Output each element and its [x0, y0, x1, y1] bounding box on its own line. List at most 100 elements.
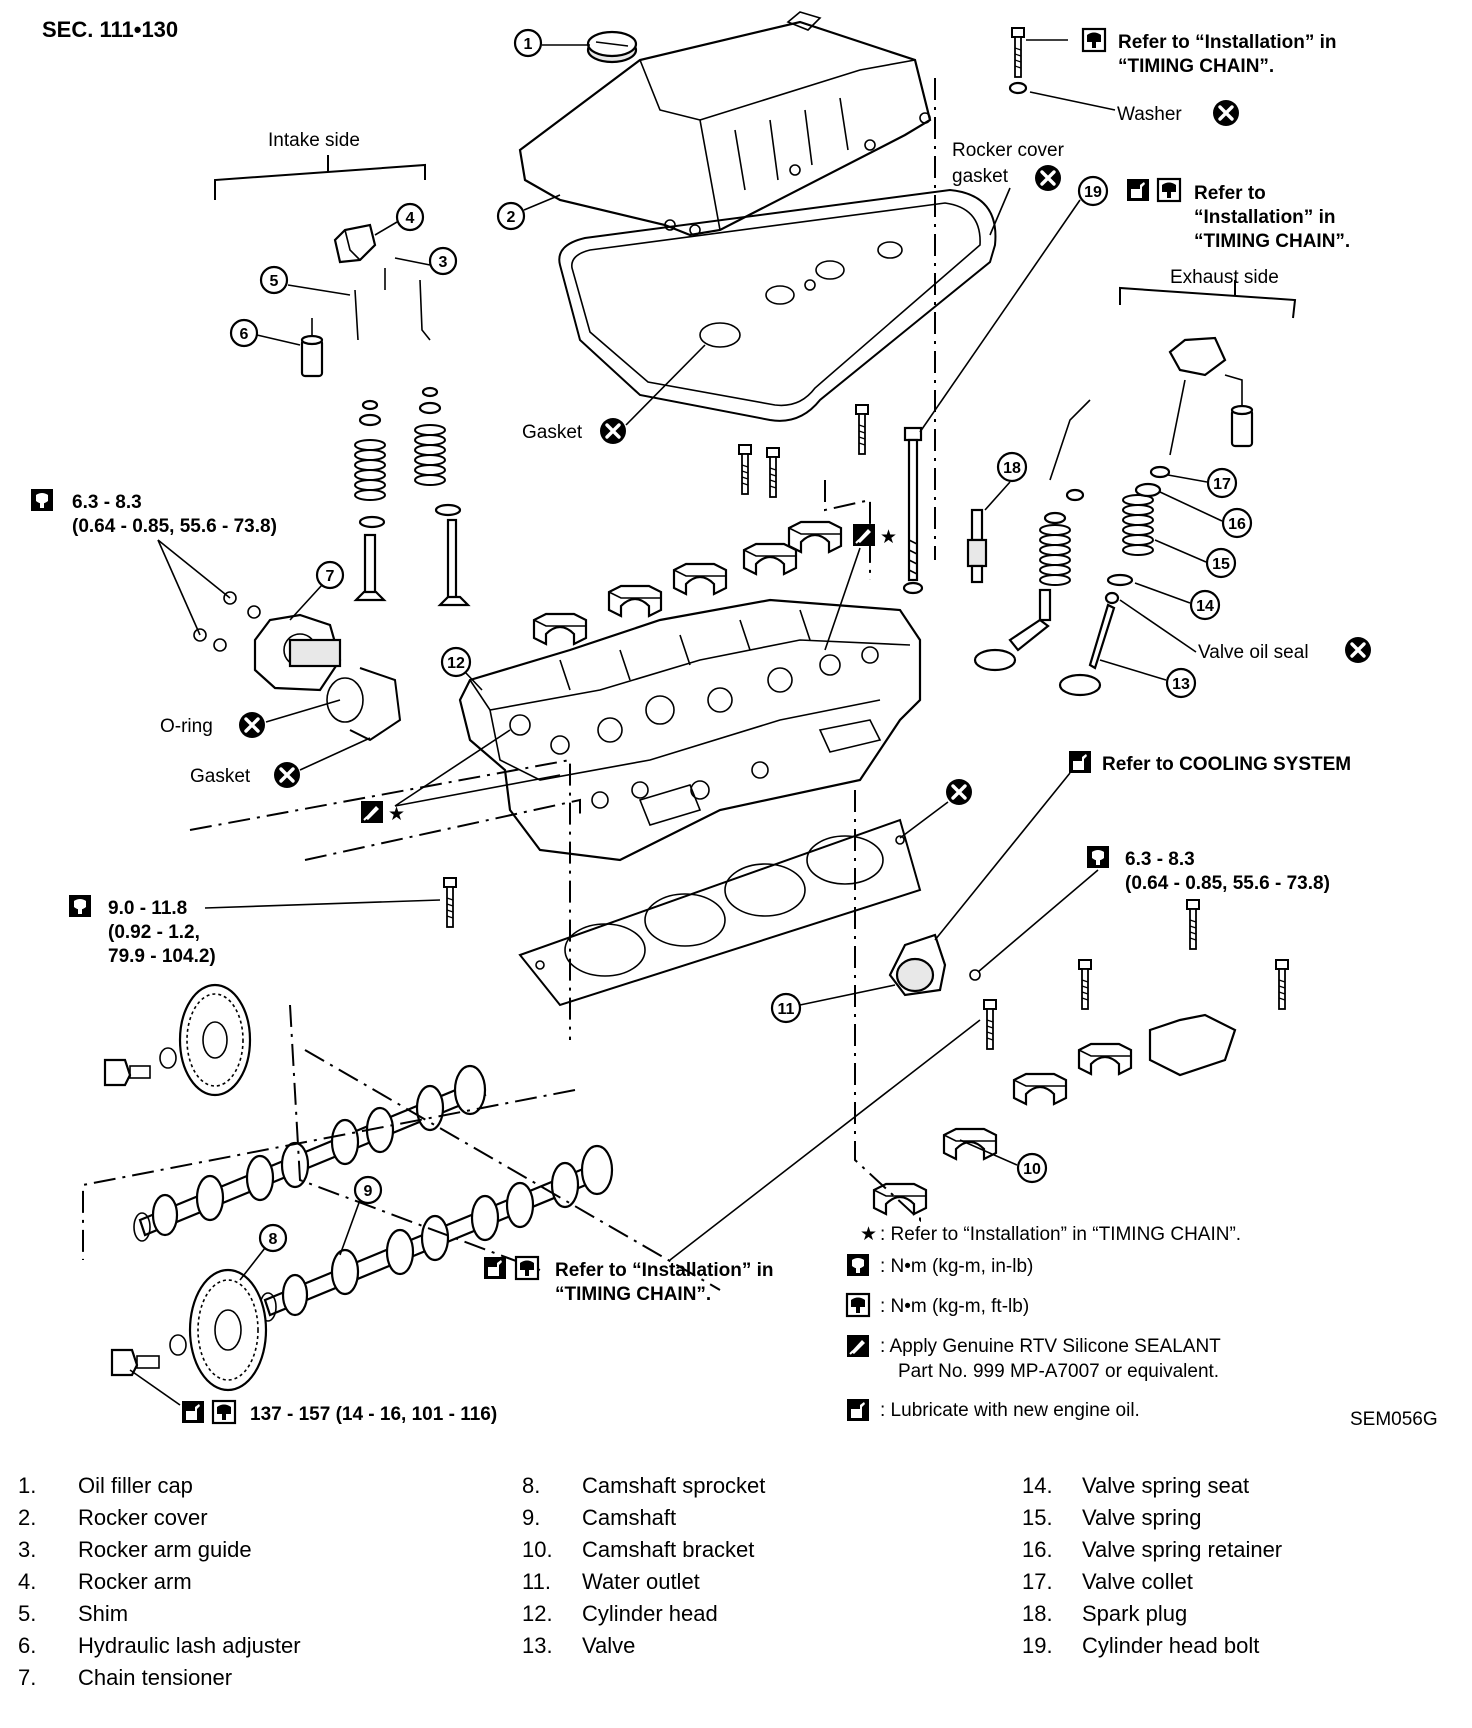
torque-in-lb-icon — [69, 895, 91, 917]
svg-text:2: 2 — [507, 209, 516, 226]
svg-text:: N•m (kg-m, ft-lb): : N•m (kg-m, ft-lb) — [880, 1296, 1029, 1317]
svg-text:(0.64 - 0.85, 55.6 - 73.8): (0.64 - 0.85, 55.6 - 73.8) — [1125, 873, 1330, 894]
torque-ft-lb-icon — [1156, 177, 1182, 203]
oil-can-icon — [1069, 751, 1091, 773]
callout-18: 18 — [984, 451, 1028, 511]
exhaust-lash-adjuster — [1224, 374, 1254, 448]
list-item: 9.Camshaft — [522, 1505, 677, 1530]
cylinder-head — [458, 598, 922, 862]
replace-x-icon — [1033, 163, 1063, 193]
callout-7: 7 — [289, 560, 345, 621]
svg-text:gasket: gasket — [952, 166, 1009, 187]
torque-in-lb-icon — [847, 1254, 869, 1276]
callout-19: 19 — [919, 175, 1109, 433]
svg-text:6: 6 — [240, 326, 249, 343]
note-refer-installation-bottom: Refer to “Installation” in “TIMING CHAIN… — [484, 1019, 981, 1305]
svg-text:Intake side: Intake side — [268, 130, 360, 151]
svg-text:Refer to COOLING SYSTEM: Refer to COOLING SYSTEM — [1102, 754, 1351, 775]
svg-text:★: ★ — [388, 804, 405, 825]
note-torque-b: 6.3 - 8.3 (0.64 - 0.85, 55.6 - 73.8) — [977, 846, 1330, 973]
svg-text:18: 18 — [1003, 460, 1021, 477]
camshaft-sprocket — [110, 1268, 268, 1392]
callout-17: 17 — [1167, 467, 1238, 499]
note-rocker-cover-gasket: Rocker cover gasket — [952, 140, 1065, 236]
replace-x-icon — [1211, 98, 1241, 128]
torque-ft-lb-icon — [514, 1255, 540, 1281]
svg-text:6.3 - 8.3: 6.3 - 8.3 — [72, 492, 142, 513]
svg-text:16: 16 — [1228, 516, 1246, 533]
svg-text:Exhaust side: Exhaust side — [1170, 267, 1279, 288]
svg-text:19: 19 — [1084, 184, 1102, 201]
callout-16: 16 — [1159, 491, 1253, 539]
svg-text:17: 17 — [1213, 476, 1231, 493]
exhaust-valve-b — [1058, 379, 1186, 697]
list-item: 18.Spark plug — [1022, 1601, 1188, 1626]
list-item: 17.Valve collet — [1022, 1569, 1193, 1594]
svg-text:O-ring: O-ring — [160, 716, 213, 737]
svg-text:: Lubricate with new engine oi: : Lubricate with new engine oil. — [880, 1400, 1140, 1421]
callout-8: 8 — [239, 1223, 288, 1281]
sealant-icon — [846, 1334, 870, 1358]
intake-side-bracket — [214, 163, 426, 200]
parts-column-2: 8.Camshaft sprocket 9.Camshaft 10.Camsha… — [522, 1470, 765, 1662]
note-sealant-star-upper: ★ — [824, 523, 897, 651]
svg-text:★: ★ — [880, 527, 897, 548]
spark-plug — [966, 508, 988, 584]
torque-ft-lb-icon — [1081, 27, 1107, 53]
list-item: 16.Valve spring retainer — [1022, 1537, 1283, 1562]
note-washer: Washer — [1029, 91, 1241, 128]
list-item: 1.Oil filler cap — [18, 1473, 193, 1498]
note-valve-oil-seal: Valve oil seal — [1119, 599, 1373, 665]
svg-text:“TIMING CHAIN”.: “TIMING CHAIN”. — [1118, 56, 1274, 77]
replace-x-icon — [944, 777, 974, 807]
svg-text:: N•m (kg-m, in-lb): : N•m (kg-m, in-lb) — [880, 1256, 1033, 1277]
oil-can-icon — [847, 1399, 869, 1421]
callout-5: 5 — [259, 265, 351, 296]
svg-text:Refer to “Installation” in: Refer to “Installation” in — [1118, 32, 1337, 53]
note-refer-cooling: Refer to COOLING SYSTEM — [934, 751, 1351, 941]
svg-text:“Installation” in: “Installation” in — [1194, 207, 1335, 228]
list-item: 11.Water outlet — [522, 1569, 700, 1594]
figure-code: SEM056G — [1350, 1409, 1438, 1430]
intake-rocker-arm — [333, 223, 377, 264]
list-item: 10.Camshaft bracket — [522, 1537, 755, 1562]
note-gasket-x-right — [899, 777, 974, 839]
svg-text:Gasket: Gasket — [522, 422, 583, 443]
callout-3: 3 — [394, 246, 458, 276]
svg-text:: Apply Genuine RTV Silicone S: : Apply Genuine RTV Silicone SEALANT — [880, 1336, 1221, 1357]
list-item: 12.Cylinder head — [522, 1601, 718, 1626]
cylinder-head-gasket — [518, 818, 922, 1007]
svg-text:8: 8 — [269, 1231, 278, 1248]
svg-text:10: 10 — [1023, 1161, 1041, 1178]
svg-text:11: 11 — [778, 1001, 795, 1018]
note-torque-a: 6.3 - 8.3 (0.64 - 0.85, 55.6 - 73.8) — [31, 489, 277, 636]
svg-text:15: 15 — [1212, 556, 1230, 573]
callout-13: 13 — [1099, 659, 1197, 699]
list-item: 4.Rocker arm — [18, 1569, 192, 1594]
parts-list: 1.Oil filler cap 2.Rocker cover 3.Rocker… — [0, 1470, 1472, 1710]
chain-tensioner — [193, 591, 402, 742]
water-outlet — [888, 933, 981, 997]
svg-text:14: 14 — [1196, 598, 1214, 615]
svg-text:12: 12 — [447, 655, 465, 672]
svg-text:13: 13 — [1172, 676, 1190, 693]
upper-camshaft-sprocket — [103, 983, 252, 1097]
svg-text:Rocker cover: Rocker cover — [952, 140, 1065, 161]
replace-x-icon — [598, 416, 628, 446]
list-item: 13.Valve — [522, 1633, 636, 1658]
rocker-cover-gasket — [558, 188, 997, 422]
camshaft-upper — [133, 1064, 487, 1242]
cylinder-head-bolt — [902, 426, 924, 595]
svg-text:137 - 157 (14 - 16, 101 - 116): 137 - 157 (14 - 16, 101 - 116) — [250, 1404, 497, 1425]
note-refer-installation-top: Refer to “Installation” in “TIMING CHAIN… — [1081, 27, 1337, 77]
note-torque-d: 137 - 157 (14 - 16, 101 - 116) — [129, 1369, 497, 1425]
callout-15: 15 — [1154, 539, 1237, 579]
note-o-ring: O-ring — [160, 699, 341, 740]
list-item: 15.Valve spring — [1022, 1505, 1202, 1530]
callout-11: 11 — [770, 984, 896, 1024]
list-item: 3.Rocker arm guide — [18, 1537, 252, 1562]
hydraulic-lash-adjuster — [300, 318, 324, 378]
svg-text:“TIMING CHAIN”.: “TIMING CHAIN”. — [555, 1284, 711, 1305]
lower-camshaft-brackets — [872, 899, 1289, 1216]
sealant-icon — [360, 800, 384, 824]
